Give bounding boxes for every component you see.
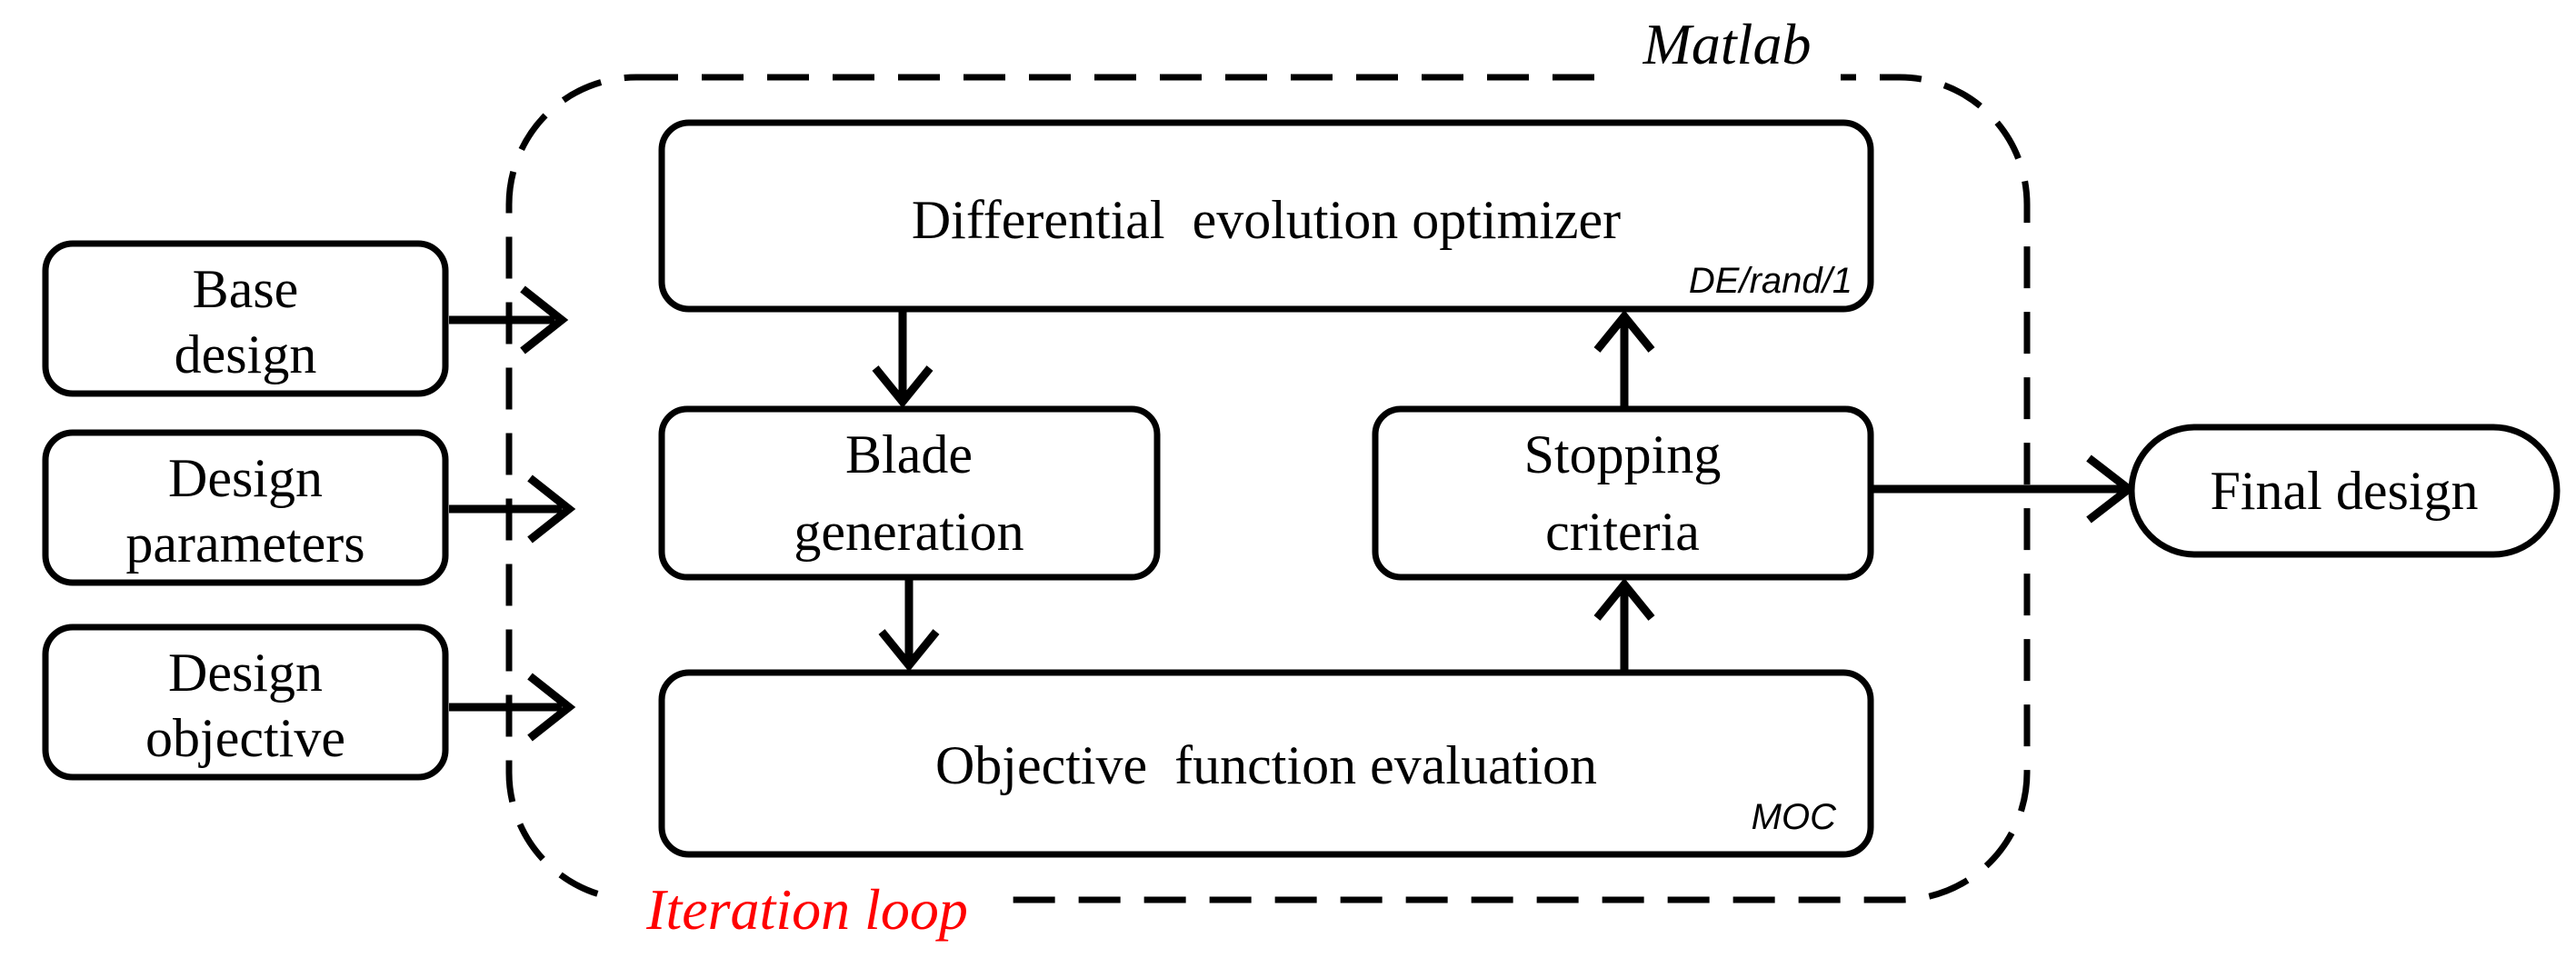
stopping-criteria-line1: Stopping bbox=[1524, 424, 1722, 484]
input-design-objective-line1: Design bbox=[168, 643, 323, 703]
objective-evaluation-block: Objective function evaluation MOC bbox=[658, 669, 1874, 858]
iteration-loop-label: Iteration loop bbox=[645, 877, 968, 942]
input-design-parameters-line1: Design bbox=[168, 448, 323, 508]
optimizer-tag: DE/rand/1 bbox=[1689, 261, 1852, 301]
optimizer-label: Differential evolution optimizer bbox=[912, 190, 1621, 250]
objective-evaluation-box bbox=[658, 669, 1874, 858]
blade-generation-block: Blade generation bbox=[658, 405, 1161, 581]
matlab-label-background bbox=[1613, 18, 1841, 100]
arrow-evaluation-to-stopping-criteria bbox=[1593, 577, 1655, 670]
arrow-stopping-criteria-to-final-design bbox=[1873, 454, 2136, 524]
optimizer-block: Differential evolution optimizer DE/rand… bbox=[658, 119, 1874, 313]
input-design-parameters: Design parameters bbox=[42, 429, 449, 586]
input-base-design-line1: Base bbox=[193, 259, 299, 319]
input-design-objective-box bbox=[42, 624, 449, 781]
final-design-label: Final design bbox=[2211, 461, 2479, 521]
input-design-objective-line2: objective bbox=[145, 708, 345, 768]
input-arrow-base-design bbox=[449, 285, 569, 354]
arrow-stopping-criteria-to-optimizer bbox=[1593, 309, 1655, 406]
input-base-design: Base design bbox=[42, 240, 449, 397]
arrow-optimizer-to-blade-generation bbox=[872, 312, 934, 409]
input-arrow-design-objective bbox=[449, 673, 576, 742]
blade-generation-box bbox=[658, 405, 1161, 581]
matlab-label: Matlab bbox=[1642, 12, 1812, 76]
input-design-parameters-line2: parameters bbox=[125, 514, 364, 574]
input-base-design-box bbox=[42, 240, 449, 397]
optimizer-box bbox=[658, 119, 1874, 313]
blade-generation-line2: generation bbox=[794, 502, 1023, 562]
input-design-parameters-box bbox=[42, 429, 449, 586]
input-base-design-line2: design bbox=[175, 324, 317, 384]
objective-evaluation-label: Objective function evaluation bbox=[935, 735, 1597, 795]
input-design-objective: Design objective bbox=[42, 624, 449, 781]
loop-label-background bbox=[618, 868, 1000, 968]
stopping-criteria-block: Stopping criteria bbox=[1372, 405, 1874, 581]
final-design-terminal: Final design bbox=[2128, 424, 2561, 558]
blade-generation-line1: Blade bbox=[845, 424, 973, 484]
input-arrow-design-parameters bbox=[449, 474, 576, 544]
stopping-criteria-line2: criteria bbox=[1545, 502, 1700, 562]
stopping-criteria-box bbox=[1372, 405, 1874, 581]
final-design-box bbox=[2128, 424, 2561, 558]
arrow-blade-generation-to-evaluation bbox=[878, 580, 940, 673]
objective-evaluation-tag: MOC bbox=[1752, 797, 1837, 837]
